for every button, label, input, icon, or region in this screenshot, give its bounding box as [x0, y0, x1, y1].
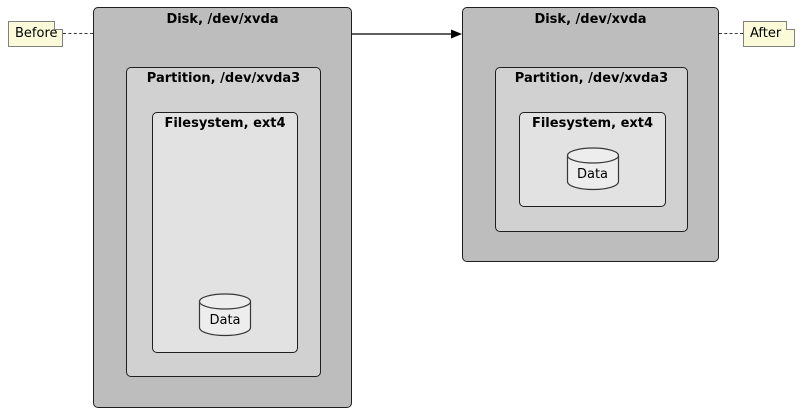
filesystem-title-before: Filesystem, ext4	[164, 116, 286, 131]
database-cylinder-icon	[198, 293, 252, 337]
data-label-after: Data	[576, 167, 609, 182]
filesystem-box-before: Filesystem, ext4 Data	[152, 112, 298, 353]
filesystem-box-after: Filesystem, ext4 Data	[519, 112, 666, 207]
database-cylinder-icon	[566, 147, 619, 191]
partition-title-before: Partition, /dev/xvda3	[146, 71, 301, 86]
partition-box-after: Partition, /dev/xvda3 Filesystem, ext4 D…	[495, 67, 688, 232]
note-after: After	[743, 21, 795, 47]
note-fold-icon	[54, 21, 63, 30]
connector-before-dashed	[63, 33, 93, 34]
disk-title-before: Disk, /dev/xvda	[166, 12, 279, 27]
before-to-after-arrow	[352, 29, 462, 39]
data-cylinder-before: Data	[197, 292, 253, 337]
note-before: Before	[8, 21, 63, 47]
partition-title-after: Partition, /dev/xvda3	[514, 71, 669, 86]
disk-box-after: Disk, /dev/xvda Partition, /dev/xvda3 Fi…	[462, 7, 719, 262]
data-label-before: Data	[209, 313, 241, 328]
note-fold-icon	[786, 21, 795, 30]
disk-title-after: Disk, /dev/xvda	[534, 12, 647, 27]
disk-box-before: Disk, /dev/xvda Partition, /dev/xvda3 Fi…	[93, 7, 352, 408]
note-after-label: After	[750, 26, 782, 41]
note-before-label: Before	[15, 26, 58, 41]
connector-after-dashed	[719, 33, 743, 34]
data-cylinder-after: Data	[565, 146, 621, 191]
partition-box-before: Partition, /dev/xvda3 Filesystem, ext4 D…	[126, 67, 321, 377]
filesystem-title-after: Filesystem, ext4	[531, 116, 654, 131]
